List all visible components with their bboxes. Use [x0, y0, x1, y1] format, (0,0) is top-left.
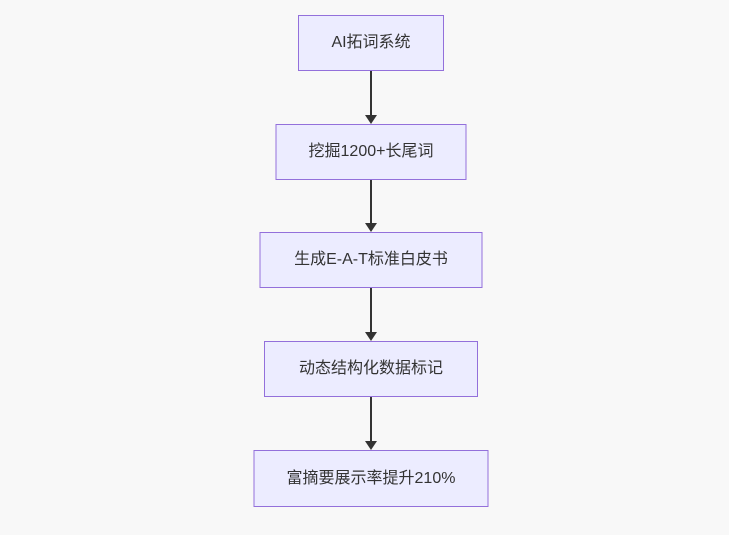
node-label: 生成E-A-T标准白皮书: [294, 251, 448, 269]
flowchart-node-step-4: 动态结构化数据标记: [264, 341, 478, 397]
arrow-line: [370, 180, 372, 223]
arrowhead-down-icon: [365, 332, 377, 341]
node-label: 富摘要展示率提升210%: [286, 469, 456, 487]
node-label: AI拓词系统: [331, 34, 411, 52]
flowchart-node-step-5: 富摘要展示率提升210%: [253, 450, 489, 507]
edge-arrow-2: [365, 180, 377, 232]
node-label: 挖掘1200+长尾词: [308, 143, 434, 161]
arrowhead-down-icon: [365, 441, 377, 450]
edge-arrow-1: [365, 71, 377, 124]
flowchart-node-step-1: AI拓词系统: [298, 15, 444, 71]
arrow-line: [370, 397, 372, 441]
arrowhead-down-icon: [365, 223, 377, 232]
arrowhead-down-icon: [365, 115, 377, 124]
flowchart-node-step-3: 生成E-A-T标准白皮书: [259, 232, 483, 288]
arrow-line: [370, 288, 372, 332]
edge-arrow-3: [365, 288, 377, 341]
node-label: 动态结构化数据标记: [298, 360, 443, 378]
arrow-line: [370, 71, 372, 115]
flowchart-node-step-2: 挖掘1200+长尾词: [275, 124, 467, 180]
edge-arrow-4: [365, 397, 377, 450]
